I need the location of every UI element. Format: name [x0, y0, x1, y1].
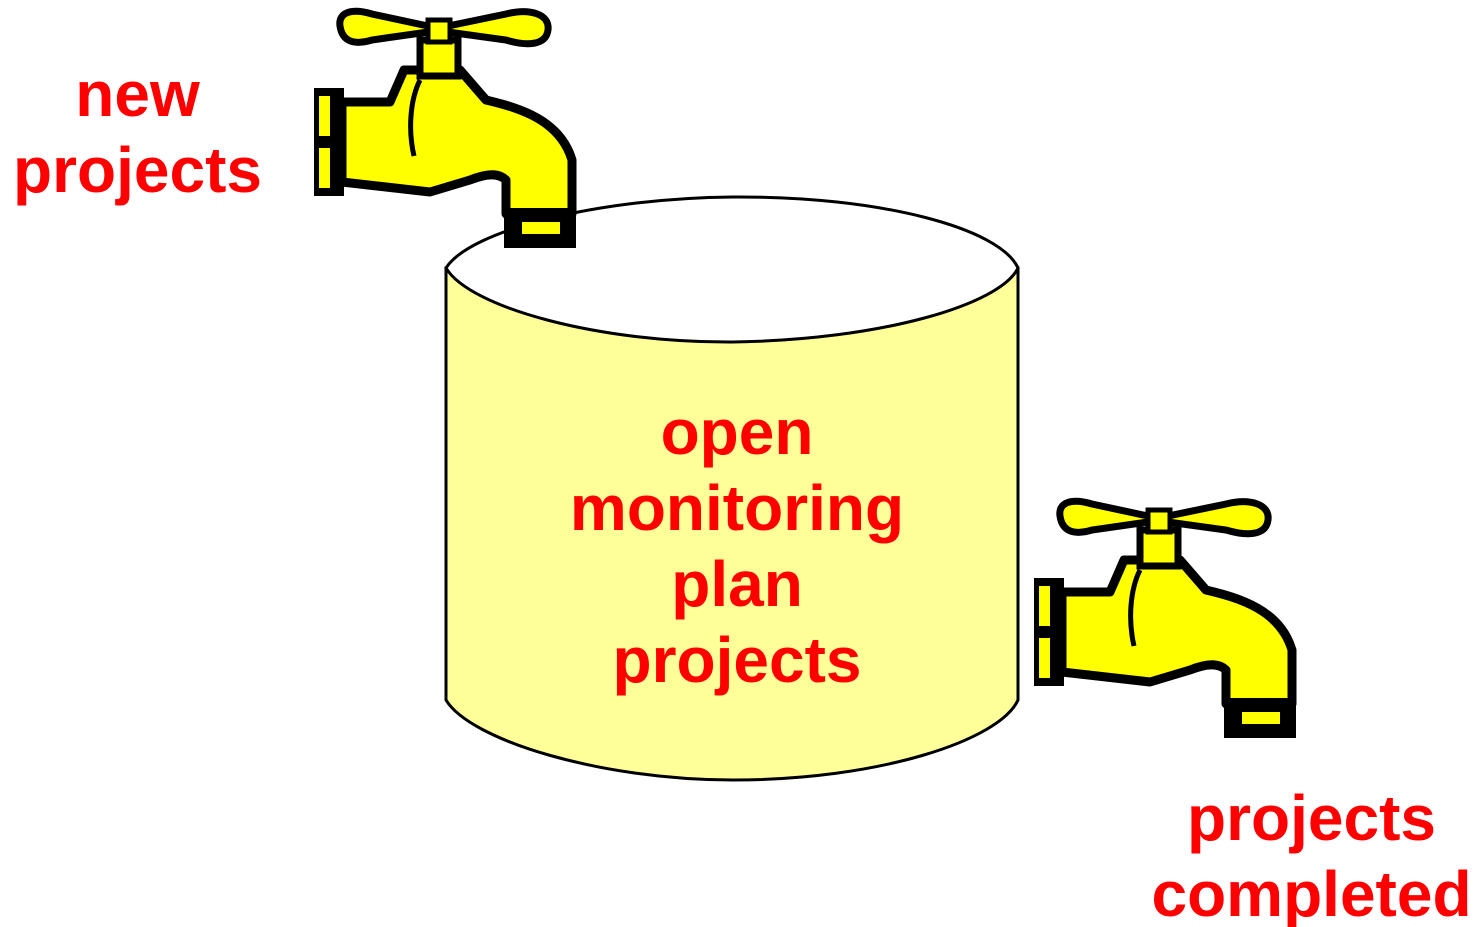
stock-label-line: plan	[671, 548, 803, 620]
faucet-icon	[314, 7, 577, 248]
stock-label-line: projects	[612, 624, 862, 696]
stock-label-line: open	[660, 396, 814, 468]
stock-label: open monitoring plan projects	[520, 394, 954, 698]
faucet-icon	[1034, 497, 1297, 738]
tank-top	[444, 195, 1020, 344]
outflow-label: projects completed	[1140, 780, 1483, 927]
outflow-label-line: completed	[1151, 858, 1472, 927]
inflow-label-line: projects	[13, 134, 262, 206]
tank-body	[444, 266, 1020, 782]
outflow-label-line: projects	[1187, 782, 1436, 854]
inflow-label-line: new	[75, 58, 200, 130]
cylinder-tank-icon	[444, 195, 1020, 782]
stock-label-line: monitoring	[569, 472, 905, 544]
inflow-label: new projects	[0, 56, 275, 208]
